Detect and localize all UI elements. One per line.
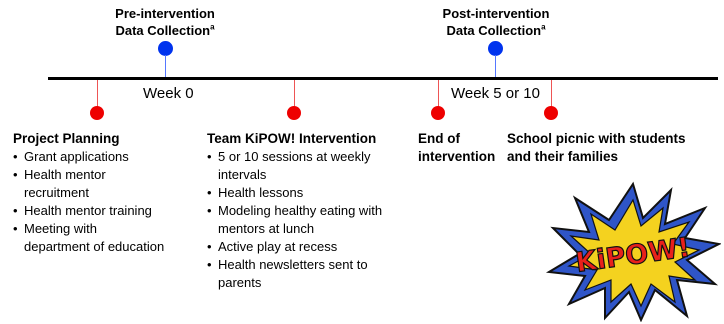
pre-collection-line1: Pre-intervention	[115, 6, 215, 21]
post-collection-footnote: a	[541, 22, 546, 32]
list-item: Health mentor training	[13, 202, 198, 220]
picnic-marker	[544, 106, 558, 120]
list-item: intervals	[218, 167, 267, 182]
planning-list: Grant applications Health mentor recruit…	[13, 148, 198, 256]
pre-collection-marker	[158, 41, 173, 56]
picnic-heading: School picnic with students and their fa…	[507, 130, 717, 166]
pre-collection-line2: Data Collection	[115, 23, 211, 38]
intervention-heading: Team KiPOW! Intervention	[207, 131, 377, 146]
intervention-marker	[287, 106, 301, 120]
intervention-block: Team KiPOW! Intervention 5 or 10 session…	[207, 130, 417, 292]
post-collection-marker	[488, 41, 503, 56]
list-item: Modeling healthy eating with	[207, 202, 417, 220]
planning-heading: Project Planning	[13, 131, 120, 146]
end-heading: End of intervention	[418, 130, 498, 166]
picnic-stem	[551, 80, 552, 108]
picnic-heading-line2: and their families	[507, 149, 619, 164]
list-item: Active play at recess	[207, 238, 417, 256]
list-item: department of education	[24, 239, 165, 254]
end-stem	[438, 80, 439, 108]
end-heading-line2: intervention	[418, 149, 496, 164]
list-item: mentors at lunch	[218, 221, 315, 236]
pre-collection-footnote: a	[210, 22, 215, 32]
planning-stem	[97, 80, 98, 108]
end-marker	[431, 106, 445, 120]
logo-burst-inner	[567, 198, 701, 308]
timeline-axis	[48, 77, 718, 80]
list-item: parents	[218, 275, 262, 290]
logo-text: KiPOW!	[574, 232, 692, 279]
list-item: recruitment	[24, 185, 90, 200]
list-item: Health mentor	[13, 166, 198, 184]
pre-collection-stem	[165, 55, 166, 78]
end-heading-line1: End of	[418, 131, 460, 146]
kipow-logo: KiPOW!	[545, 181, 721, 322]
picnic-heading-line1: School picnic with students	[507, 131, 686, 146]
planning-block: Project Planning Grant applications Heal…	[13, 130, 198, 256]
pre-collection-label: Pre-intervention Data Collectiona	[104, 5, 226, 39]
post-collection-line1: Post-intervention	[442, 6, 550, 21]
post-collection-stem	[495, 55, 496, 78]
list-item: Health newsletters sent to	[207, 256, 417, 274]
list-item: Grant applications	[13, 148, 198, 166]
week-start-label: Week 0	[143, 85, 194, 102]
intervention-stem	[294, 80, 295, 108]
intervention-list: 5 or 10 sessions at weekly intervals Hea…	[207, 148, 417, 292]
week-end-label: Week 5 or 10	[451, 85, 540, 102]
post-collection-label: Post-intervention Data Collectiona	[432, 5, 560, 39]
post-collection-line2: Data Collection	[446, 23, 542, 38]
list-item: 5 or 10 sessions at weekly	[207, 148, 417, 166]
list-item: Health lessons	[207, 184, 417, 202]
planning-marker	[90, 106, 104, 120]
list-item: Meeting with	[13, 220, 198, 238]
